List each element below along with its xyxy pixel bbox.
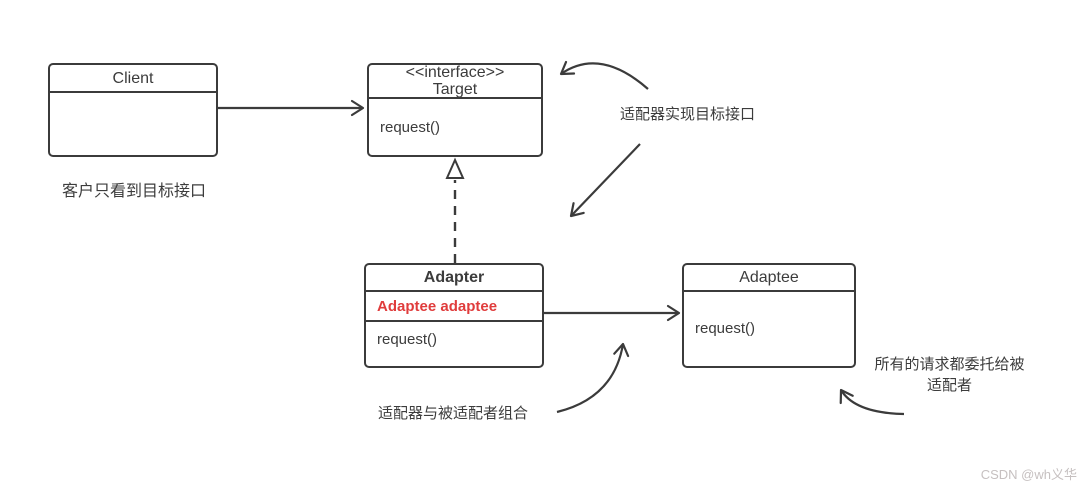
client-class-title: Client bbox=[50, 65, 216, 93]
adapter-class-box: Adapter Adaptee adaptee request() bbox=[364, 263, 544, 368]
adapter-method: request() bbox=[377, 330, 438, 348]
composition-note-curved-arrow bbox=[556, 342, 630, 414]
realization-hollow-triangle bbox=[445, 157, 465, 179]
client-note: 客户只看到目标接口 bbox=[62, 183, 207, 200]
target-interface-box: <<interface>> Target request() bbox=[367, 63, 543, 157]
adaptee-method: request() bbox=[695, 319, 756, 337]
target-note: 适配器实现目标接口 bbox=[620, 106, 756, 123]
target-interface-header: <<interface>> Target bbox=[369, 64, 541, 99]
csdn-watermark: CSDN @wh义华 bbox=[980, 467, 1077, 482]
delegation-note: 所有的请求都委托给被 适配者 bbox=[862, 354, 1037, 396]
adaptee-class-title: Adaptee bbox=[684, 265, 854, 292]
adapter-class-title: Adapter bbox=[366, 265, 542, 292]
adapter-field: Adaptee adaptee bbox=[366, 292, 542, 322]
target-method: request() bbox=[380, 118, 441, 136]
delegation-note-line2: 适配者 bbox=[926, 377, 972, 394]
adaptee-class-box: Adaptee request() bbox=[682, 263, 856, 368]
target-title: Target bbox=[432, 81, 478, 98]
target-stereotype: <<interface>> bbox=[405, 64, 505, 81]
target-note-diagonal-arrow bbox=[569, 143, 641, 218]
composition-note: 适配器与被适配者组合 bbox=[378, 405, 529, 422]
target-note-curved-arrow bbox=[559, 60, 649, 90]
delegation-note-line1: 所有的请求都委托给被 bbox=[874, 356, 1025, 373]
client-class-box: Client bbox=[48, 63, 218, 157]
